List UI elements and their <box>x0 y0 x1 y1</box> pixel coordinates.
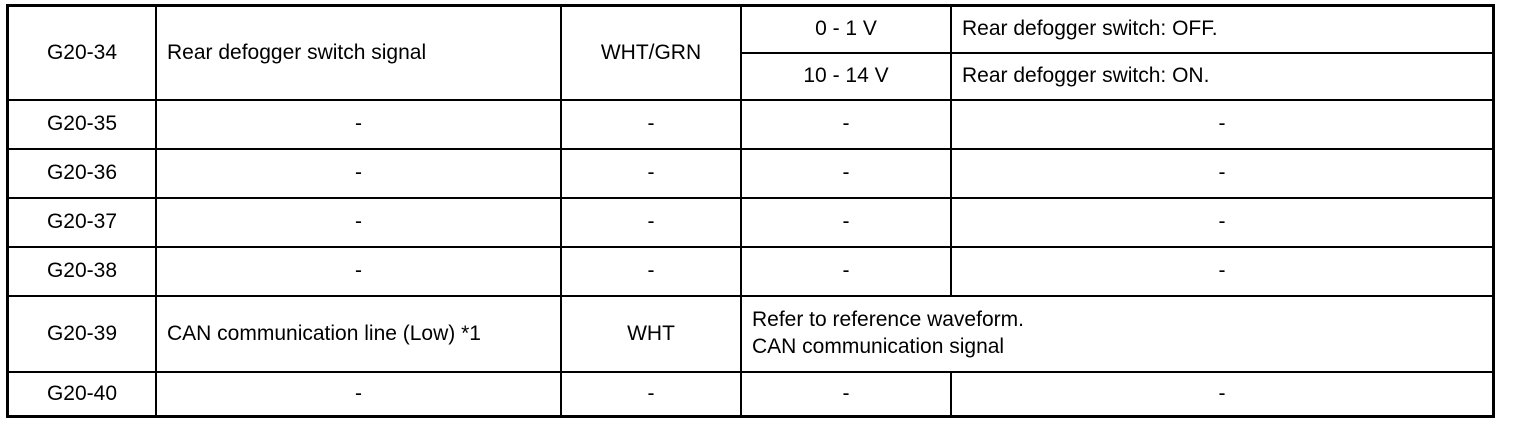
cell-signal-name: - <box>155 197 562 248</box>
table-row: G20-39 CAN communication line (Low) *1 W… <box>7 295 1494 373</box>
cell-condition: - <box>950 371 1494 417</box>
table-row: G20-40 - - - - <box>7 371 1494 417</box>
cell-wire-color: WHT <box>560 295 742 373</box>
table-row: G20-37 - - - - <box>7 197 1494 248</box>
terminal-signal-table: G20-34 Rear defogger switch signal WHT/G… <box>6 4 1495 418</box>
cell-terminal: G20-40 <box>7 371 157 417</box>
cell-condition: - <box>950 246 1494 297</box>
cell-wire-color: WHT/GRN <box>560 5 742 101</box>
cell-condition: Rear defogger switch: ON. <box>950 52 1494 101</box>
cell-signal-name: - <box>155 99 562 150</box>
cell-terminal: G20-37 <box>7 197 157 248</box>
cell-wire-color: - <box>560 197 742 248</box>
cell-value: - <box>740 246 952 297</box>
cell-signal-name: - <box>155 371 562 417</box>
table-row: G20-35 - - - - <box>7 99 1494 150</box>
cell-value: - <box>740 148 952 199</box>
table-row: G20-34 Rear defogger switch signal WHT/G… <box>7 5 1494 101</box>
cell-value: 0 - 1 V <box>740 5 952 54</box>
table-row: G20-38 - - - - <box>7 246 1494 297</box>
cell-signal-name: - <box>155 148 562 199</box>
cell-condition: Rear defogger switch: OFF. <box>950 5 1494 54</box>
cell-terminal: G20-36 <box>7 148 157 199</box>
table-row: 10 - 14 V Rear defogger switch: ON. <box>8 52 1494 101</box>
cell-terminal: G20-38 <box>7 246 157 297</box>
cell-terminal: G20-35 <box>7 99 157 150</box>
cell-reference-note: Refer to reference waveform. CAN communi… <box>740 295 1494 373</box>
cell-wire-color: - <box>560 99 742 150</box>
cell-wire-color: - <box>560 246 742 297</box>
cell-condition: - <box>950 148 1494 199</box>
cell-condition: - <box>950 99 1494 150</box>
cell-value: - <box>740 371 952 417</box>
cell-terminal: G20-34 <box>7 5 157 101</box>
cell-signal-name: CAN communication line (Low) *1 <box>155 295 562 373</box>
cell-terminal: G20-39 <box>7 295 157 373</box>
cell-value: 10 - 14 V <box>740 52 952 101</box>
cell-value: - <box>740 197 952 248</box>
cell-condition: - <box>950 197 1494 248</box>
table-row: G20-36 - - - - <box>7 148 1494 199</box>
cell-signal-name: Rear defogger switch signal <box>155 5 562 101</box>
cell-wire-color: - <box>560 148 742 199</box>
cell-wire-color: - <box>560 371 742 417</box>
cell-signal-name: - <box>155 246 562 297</box>
cell-value: - <box>740 99 952 150</box>
